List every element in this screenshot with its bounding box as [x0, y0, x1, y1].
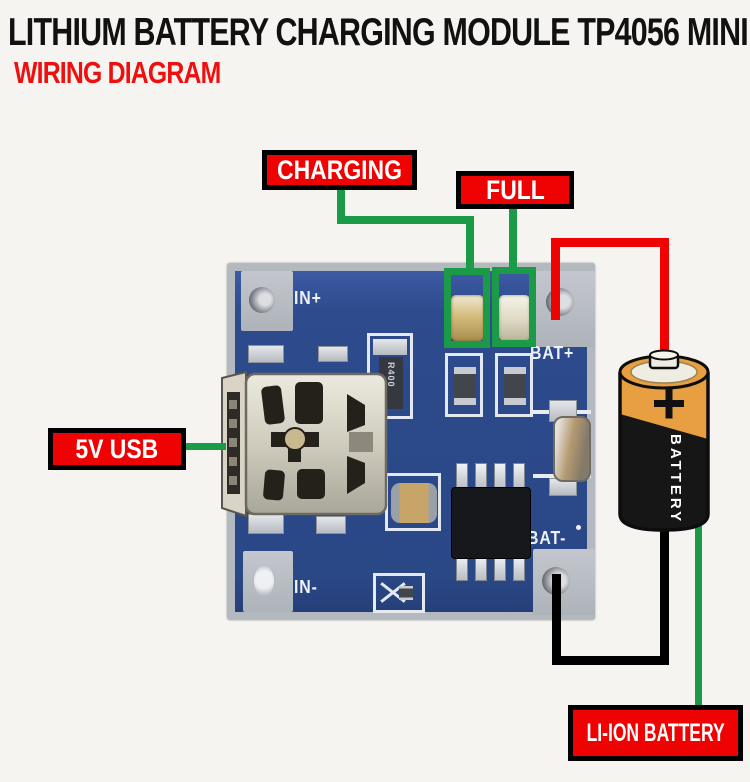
wire-full-v	[509, 206, 517, 270]
edge-metal-component	[553, 416, 591, 482]
mini-usb-connector	[221, 370, 388, 518]
usb-tab	[248, 345, 284, 363]
smd-resistor-left	[454, 367, 476, 405]
chip-pin	[456, 463, 468, 489]
label-bat-plus: BAT+	[530, 343, 575, 363]
callout-li-ion-battery-text: LI-ION BATTERY	[586, 718, 725, 747]
silkscreen-dot	[576, 525, 581, 530]
smd-pad-left	[445, 353, 483, 417]
callout-5v-usb: 5V USB	[48, 428, 186, 470]
charge-led-highlight-box	[444, 268, 490, 348]
full-led	[499, 295, 530, 341]
label-in-plus: IN+	[294, 288, 322, 308]
label-bat-minus: BAT-	[527, 528, 567, 548]
hole-bat-plus	[546, 288, 574, 316]
callout-charging: CHARGING	[262, 150, 417, 190]
label-in-minus: IN-	[294, 577, 318, 597]
battery-outline	[618, 372, 710, 532]
chip-pin	[494, 463, 506, 489]
smd-resistor-right	[504, 367, 526, 405]
x-pad-component	[399, 586, 413, 600]
smd-pad-right	[495, 353, 533, 417]
wire-usb-h	[184, 443, 226, 450]
usb-tab	[318, 346, 348, 362]
wire-charging-h	[337, 216, 474, 224]
hole-in-plus	[249, 287, 275, 313]
wire-black-v-left	[552, 574, 561, 665]
page-subtitle: WIRING DIAGRAM	[14, 55, 221, 90]
battery-terminal-top	[649, 349, 679, 361]
hole-in-minus	[254, 566, 274, 596]
wire-red-v-left	[551, 238, 560, 320]
battery-plus-sign	[654, 388, 684, 419]
usb-shell-notch	[349, 432, 373, 452]
battery-body-label: BATTERY	[667, 434, 684, 524]
capacitor-body	[391, 483, 437, 523]
r400-solder	[373, 339, 407, 355]
page-title: LITHIUM BATTERY CHARGING MODULE TP4056 M…	[8, 11, 749, 54]
usb-shell-dimple	[283, 427, 307, 451]
wire-red-v-right	[660, 238, 669, 362]
callout-charging-text: CHARGING	[277, 154, 402, 185]
wire-charging-v2	[466, 216, 474, 272]
full-led-highlight-box	[492, 267, 536, 347]
x-marked-pad	[373, 573, 425, 613]
wire-liion-v	[695, 516, 702, 707]
battery-illustration: BATTERY	[618, 349, 710, 532]
callout-full: FULL	[456, 171, 574, 209]
usb-tab	[316, 516, 346, 534]
wire-black-h	[552, 656, 669, 665]
chip-pin	[475, 463, 487, 489]
wire-charging-v1	[337, 190, 345, 224]
wire-red-h	[551, 238, 669, 247]
callout-li-ion-battery: LI-ION BATTERY	[568, 705, 743, 761]
tp4056-chip	[451, 487, 531, 559]
callout-5v-usb-text: 5V USB	[75, 433, 159, 464]
charge-led	[451, 295, 484, 341]
wire-black-v-right	[660, 510, 669, 665]
callout-full-text: FULL	[485, 174, 545, 205]
chip-pin	[513, 463, 525, 489]
